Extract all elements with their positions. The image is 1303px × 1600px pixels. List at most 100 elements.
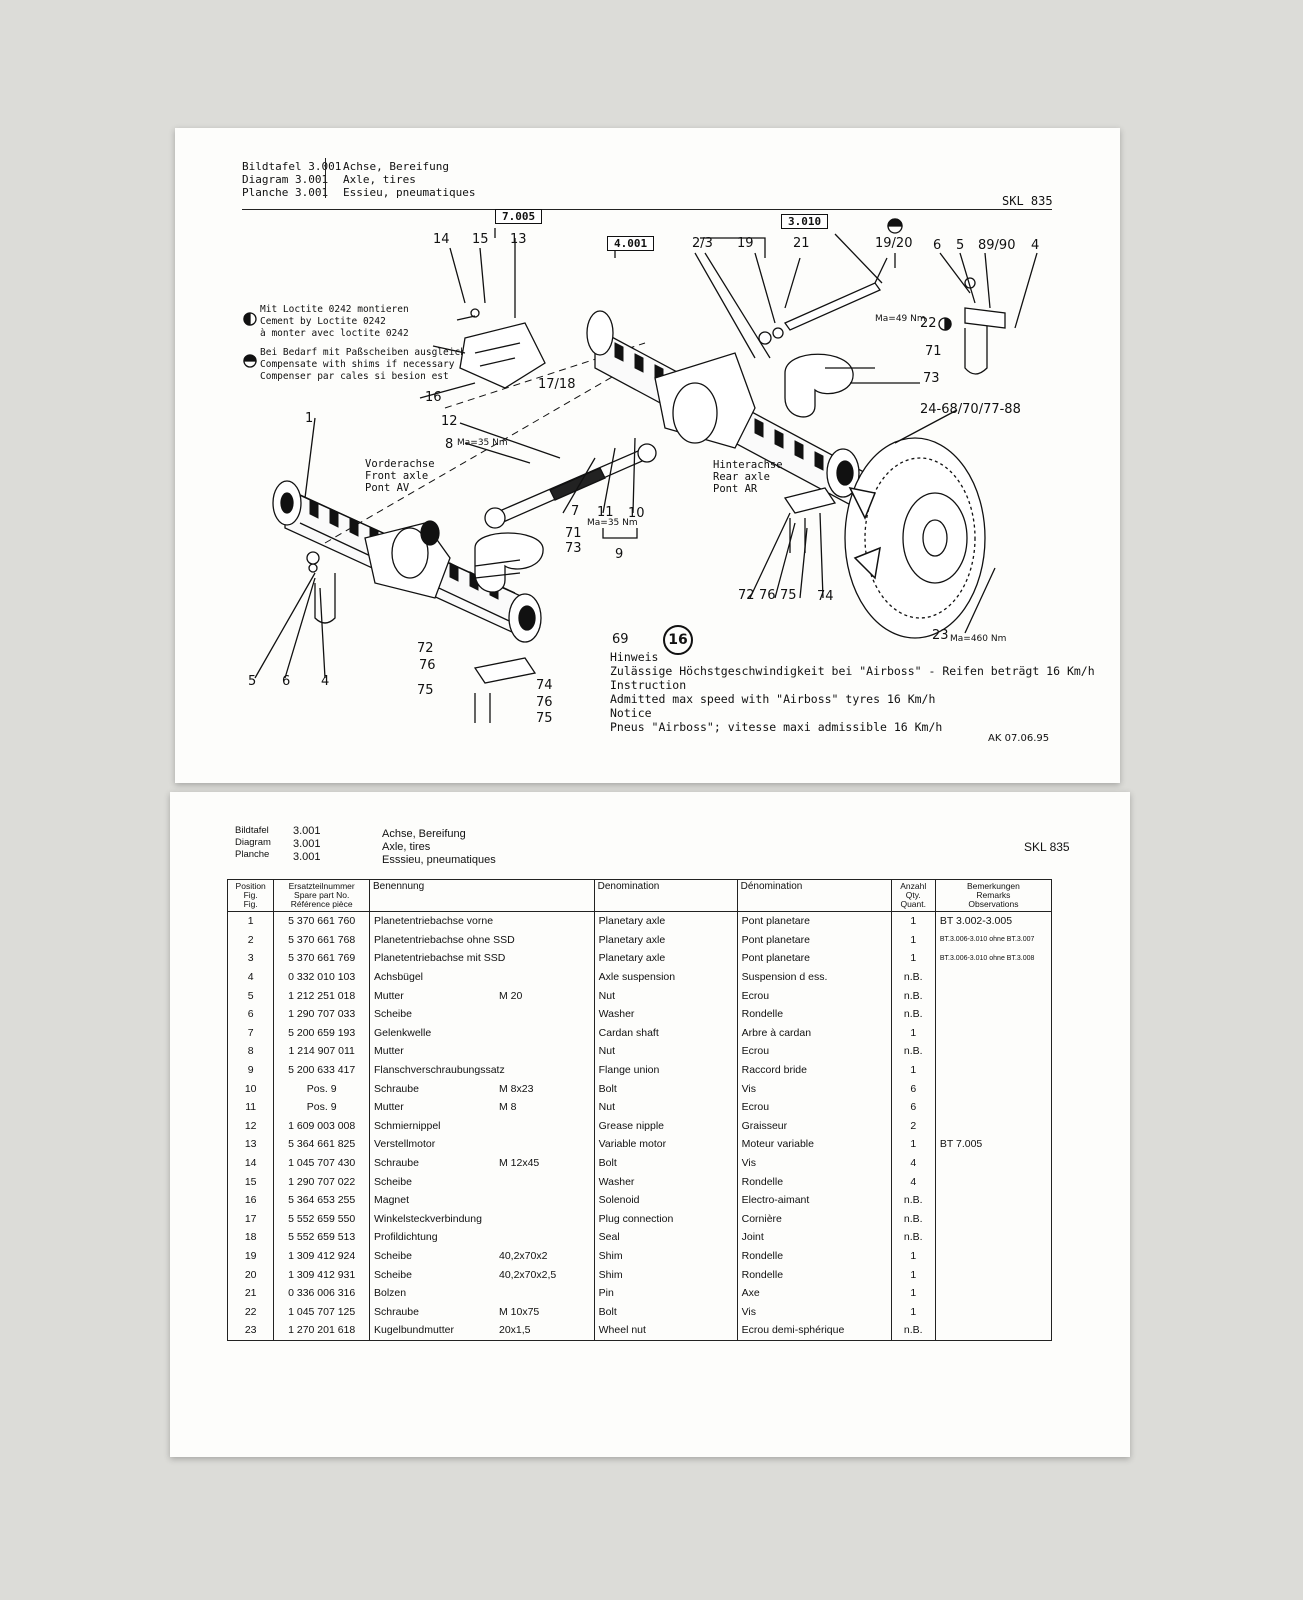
cell-quantity: 1 bbox=[890, 949, 936, 968]
benennung-text: Scheibe bbox=[373, 1175, 412, 1188]
cell-denomination-fr: Pont planetare bbox=[736, 911, 892, 931]
header-title: Axle, tires bbox=[382, 841, 431, 853]
parts-table: Position Fig. Fig. Ersatzteilnummer Spar… bbox=[226, 879, 1053, 1341]
cell-quantity: 1 bbox=[890, 1023, 936, 1043]
cell-position: 9 bbox=[226, 1060, 275, 1080]
header-title: Axle, tires bbox=[343, 173, 416, 186]
cell-denomination-en: Planetary axle bbox=[593, 949, 738, 968]
col-part-number: Ersatzteilnummer Spare part No. Référenc… bbox=[273, 879, 370, 912]
header-title: Achse, Bereifung bbox=[343, 160, 449, 173]
callout: 72 bbox=[738, 588, 755, 603]
cell-part-number: 1 290 707 033 bbox=[273, 1004, 370, 1024]
header-label: Planche 3.001 bbox=[242, 186, 329, 199]
cell-denomination-en: Washer bbox=[593, 1172, 738, 1191]
benennung-text: Scheibe bbox=[373, 1268, 412, 1281]
cell-remarks: BT 3.002-3.005 bbox=[934, 911, 1053, 931]
cell-denomination-en: Planetary axle bbox=[593, 930, 738, 950]
callout: 76 bbox=[759, 588, 776, 603]
ref-box-3010: 3.010 bbox=[781, 214, 829, 229]
front-axle-line: Front axle bbox=[365, 470, 429, 482]
cell-benennung: Scheibe 40,2x70x2,5 bbox=[368, 1265, 595, 1284]
legend-line: à monter avec loctite 0242 bbox=[260, 328, 409, 339]
benennung-text: Verstellmotor bbox=[373, 1138, 436, 1151]
callout: 5 bbox=[248, 674, 257, 689]
cell-remarks bbox=[934, 1209, 1053, 1229]
cell-remarks bbox=[934, 986, 1053, 1005]
cell-remarks bbox=[934, 1023, 1053, 1043]
benennung-text: Planetentriebachse vorne bbox=[373, 915, 494, 928]
cell-denomination-en: Flange union bbox=[593, 1060, 738, 1080]
front-axle-line: Vorderachse bbox=[365, 458, 435, 470]
legend-line: Mit Loctite 0242 montieren bbox=[260, 304, 409, 315]
benennung-text: Flanschverschraubungssatz bbox=[373, 1064, 505, 1077]
legend-line: Cement by Loctite 0242 bbox=[260, 316, 386, 327]
callout: 69 bbox=[612, 632, 629, 647]
cell-benennung: Scheibe bbox=[368, 1004, 595, 1024]
cell-remarks bbox=[934, 1321, 1053, 1341]
cell-position: 2 bbox=[226, 930, 275, 950]
cell-position: 1 bbox=[226, 911, 275, 931]
callout: 16 bbox=[425, 390, 442, 405]
cell-denomination-en: Cardan shaft bbox=[593, 1023, 738, 1043]
cell-denomination-en: Nut bbox=[593, 986, 738, 1005]
benennung-text: Mutter bbox=[373, 1045, 404, 1058]
header-number: 3.001 bbox=[293, 851, 321, 863]
cell-denomination-en: Seal bbox=[593, 1228, 738, 1247]
size-spec: 40,2x70x2,5 bbox=[498, 1268, 557, 1281]
cell-denomination-fr: Axe bbox=[736, 1283, 892, 1303]
cell-denomination-fr: Vis bbox=[736, 1153, 892, 1173]
cell-part-number: 5 364 661 825 bbox=[273, 1135, 370, 1154]
cell-denomination-en: Shim bbox=[593, 1265, 738, 1284]
size-spec: 40,2x70x2 bbox=[498, 1249, 548, 1262]
benennung-text: Schraube bbox=[373, 1082, 419, 1095]
benennung-text: Mutter bbox=[373, 1101, 404, 1114]
size-spec: M 12x45 bbox=[498, 1157, 540, 1170]
callout: 21 bbox=[793, 236, 810, 251]
model-label: SKL 835 bbox=[1024, 840, 1070, 854]
cell-part-number: 5 370 661 760 bbox=[273, 911, 370, 931]
callout: 7 bbox=[571, 504, 580, 519]
cell-benennung: Planetentriebachse mit SSD bbox=[368, 949, 595, 968]
benennung-text: Schmiernippel bbox=[373, 1119, 441, 1132]
callout: 5 bbox=[956, 238, 965, 253]
callout: 71 bbox=[925, 344, 942, 359]
cell-remarks bbox=[934, 1246, 1053, 1266]
cell-quantity: 1 bbox=[890, 911, 936, 931]
benennung-text: Profildichtung bbox=[373, 1231, 438, 1244]
cell-quantity: 1 bbox=[890, 1283, 936, 1303]
cell-quantity: 4 bbox=[890, 1153, 936, 1173]
cell-benennung: Achsbügel bbox=[368, 967, 595, 987]
benennung-text: Schraube bbox=[373, 1157, 419, 1170]
notice-line: Pneus "Airboss"; vitesse maxi admissible… bbox=[610, 720, 943, 734]
callout: 74 bbox=[536, 678, 553, 693]
cell-part-number: 1 309 412 931 bbox=[273, 1265, 370, 1284]
cell-quantity: 4 bbox=[890, 1172, 936, 1191]
cell-position: 13 bbox=[226, 1135, 275, 1154]
callout: 6 bbox=[933, 238, 942, 253]
cell-benennung: Flanschverschraubungssatz bbox=[368, 1060, 595, 1080]
benennung-text: Achsbügel bbox=[373, 971, 424, 984]
footer-date: AK 07.06.95 bbox=[988, 733, 1050, 744]
cell-denomination-en: Shim bbox=[593, 1246, 738, 1266]
cell-position: 23 bbox=[226, 1321, 275, 1341]
cell-denomination-en: Variable motor bbox=[593, 1135, 738, 1154]
speed-notice: Hinweis Zulässige Höchstgeschwindigkeit … bbox=[610, 650, 1095, 734]
col-denomination-en: Denomination bbox=[593, 879, 738, 912]
callout: 74 bbox=[817, 589, 834, 604]
cell-position: 6 bbox=[226, 1004, 275, 1024]
cell-remarks bbox=[934, 1302, 1053, 1322]
header-label: Diagram bbox=[235, 837, 271, 848]
callout: 15 bbox=[472, 232, 489, 247]
cell-denomination-fr: Rondelle bbox=[736, 1265, 892, 1284]
cell-position: 22 bbox=[226, 1302, 275, 1322]
cell-remarks bbox=[934, 1097, 1053, 1117]
header-rule bbox=[242, 209, 1052, 210]
benennung-text: Kugelbundmutter bbox=[373, 1324, 454, 1337]
callout: 75 bbox=[780, 588, 797, 603]
